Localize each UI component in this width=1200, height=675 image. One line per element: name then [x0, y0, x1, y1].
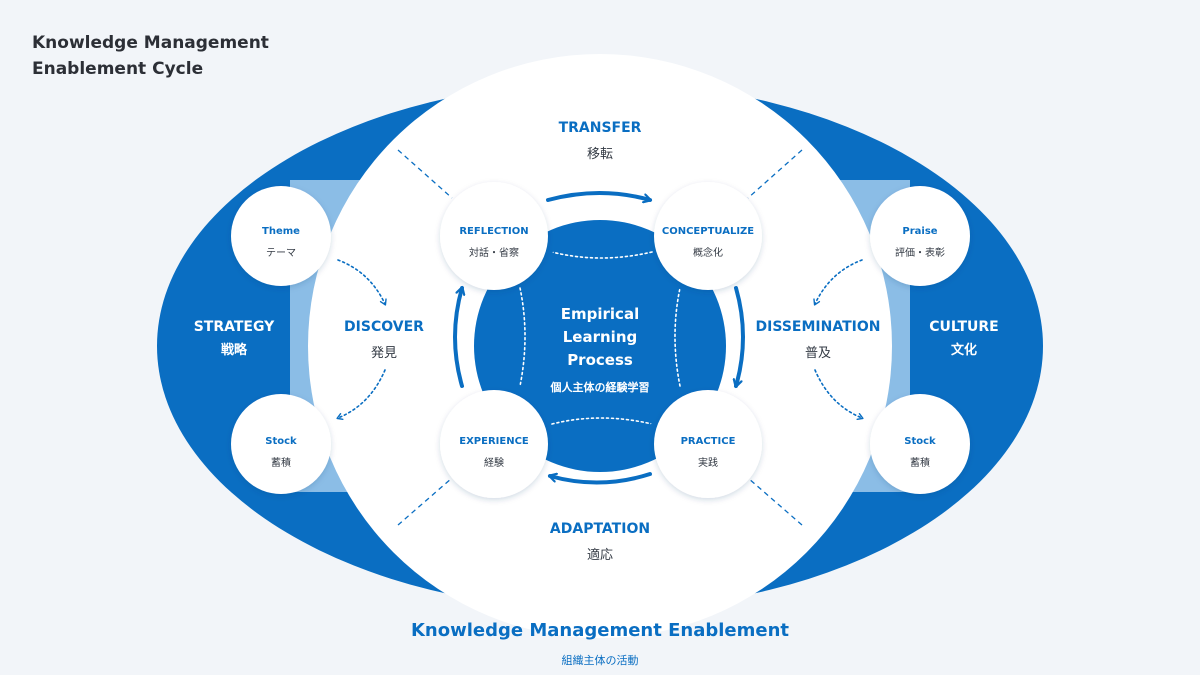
- node-praise-label: Praise: [902, 226, 937, 237]
- node-conceptualize: CONCEPTUALIZE 概念化: [654, 182, 762, 290]
- core-subtitle: 個人主体の経験学習: [550, 380, 650, 394]
- phase-transfer-jp: 移転: [587, 147, 613, 162]
- dotted-arrow-theme-to-discover: [337, 259, 387, 306]
- phase-discover-jp: 発見: [371, 346, 397, 361]
- side-culture-jp: 文化: [951, 342, 977, 358]
- node-reflection-jp: 対話・省察: [469, 246, 519, 259]
- node-stock-left-jp: 蓄積: [271, 456, 291, 469]
- dotted-arrow-praise-to-dissemination: [813, 259, 863, 306]
- core-circle: [474, 220, 726, 472]
- footer-title: Knowledge Management Enablement: [410, 620, 790, 641]
- side-strategy-jp: 戦略: [221, 342, 248, 358]
- arrow-practice-to-experience: [550, 472, 652, 485]
- footer-subtitle: 組織主体の活動: [561, 654, 639, 667]
- page-title-line-2: Enablement Cycle: [32, 59, 204, 79]
- node-theme-label: Theme: [262, 226, 300, 237]
- dotted-arrow-practice-to-conceptualize: [674, 286, 683, 387]
- dotted-arrow-experience-to-practice: [551, 417, 654, 427]
- node-experience: EXPERIENCE 経験: [440, 390, 548, 498]
- node-practice-jp: 実践: [698, 456, 718, 469]
- core-title-line-1: Empirical: [561, 305, 639, 323]
- node-conceptualize-circle: [654, 182, 762, 290]
- page-title-line-1: Knowledge Management: [32, 33, 269, 53]
- node-conceptualize-label: CONCEPTUALIZE: [662, 226, 754, 237]
- node-experience-label: EXPERIENCE: [459, 436, 529, 447]
- node-theme-jp: テーマ: [266, 248, 296, 259]
- node-stock-left-circle: [231, 394, 331, 494]
- node-praise: Praise 評価・表彰: [870, 186, 970, 286]
- node-stock-right-label: Stock: [904, 436, 936, 447]
- separator-bottom-left: [397, 477, 453, 526]
- dotted-arrow-dissemination-to-stock: [814, 369, 864, 420]
- node-stock-left-label: Stock: [265, 436, 297, 447]
- dotted-arrow-conceptualize-to-reflection: [550, 249, 653, 259]
- quadrant-separators: [397, 149, 803, 526]
- separator-top-left: [397, 149, 453, 199]
- arrow-reflection-to-conceptualize: [546, 191, 650, 200]
- core-title-line-2: Learning: [563, 328, 638, 346]
- node-stock-right-circle: [870, 394, 970, 494]
- side-strategy-label: STRATEGY: [194, 319, 275, 335]
- dotted-arrow-discover-to-stock: [336, 369, 386, 420]
- node-practice: PRACTICE 実践: [654, 390, 762, 498]
- node-reflection-label: REFLECTION: [459, 226, 528, 237]
- dotted-arrow-reflection-to-experience: [517, 287, 526, 388]
- side-culture-label: CULTURE: [929, 319, 999, 335]
- node-stock-right-jp: 蓄積: [910, 456, 930, 469]
- node-stock-right: Stock 蓄積: [870, 394, 970, 494]
- node-praise-circle: [870, 186, 970, 286]
- node-experience-circle: [440, 390, 548, 498]
- node-theme: Theme テーマ: [231, 186, 331, 286]
- arrow-conceptualize-to-practice: [736, 286, 745, 386]
- phase-adaptation-label: ADAPTATION: [550, 521, 650, 537]
- phase-dissemination-jp: 普及: [805, 346, 831, 361]
- node-practice-label: PRACTICE: [681, 436, 736, 447]
- node-praise-jp: 評価・表彰: [895, 246, 945, 259]
- core-title-line-3: Process: [567, 351, 633, 369]
- arrow-experience-to-reflection: [453, 288, 462, 388]
- node-stock-left: Stock 蓄積: [231, 394, 331, 494]
- phase-dissemination-label: DISSEMINATION: [756, 319, 881, 335]
- node-reflection-circle: [440, 182, 548, 290]
- separator-bottom-right: [747, 477, 803, 526]
- node-theme-circle: [231, 186, 331, 286]
- node-practice-circle: [654, 390, 762, 498]
- phase-transfer-label: TRANSFER: [559, 120, 642, 136]
- phase-discover-label: DISCOVER: [344, 319, 424, 335]
- separator-top-right: [747, 149, 803, 199]
- page-title: Knowledge Management Enablement Cycle: [32, 30, 269, 82]
- node-conceptualize-jp: 概念化: [693, 246, 723, 259]
- node-experience-jp: 経験: [484, 456, 504, 469]
- node-reflection: REFLECTION 対話・省察: [440, 182, 548, 290]
- phase-adaptation-jp: 適応: [587, 547, 613, 563]
